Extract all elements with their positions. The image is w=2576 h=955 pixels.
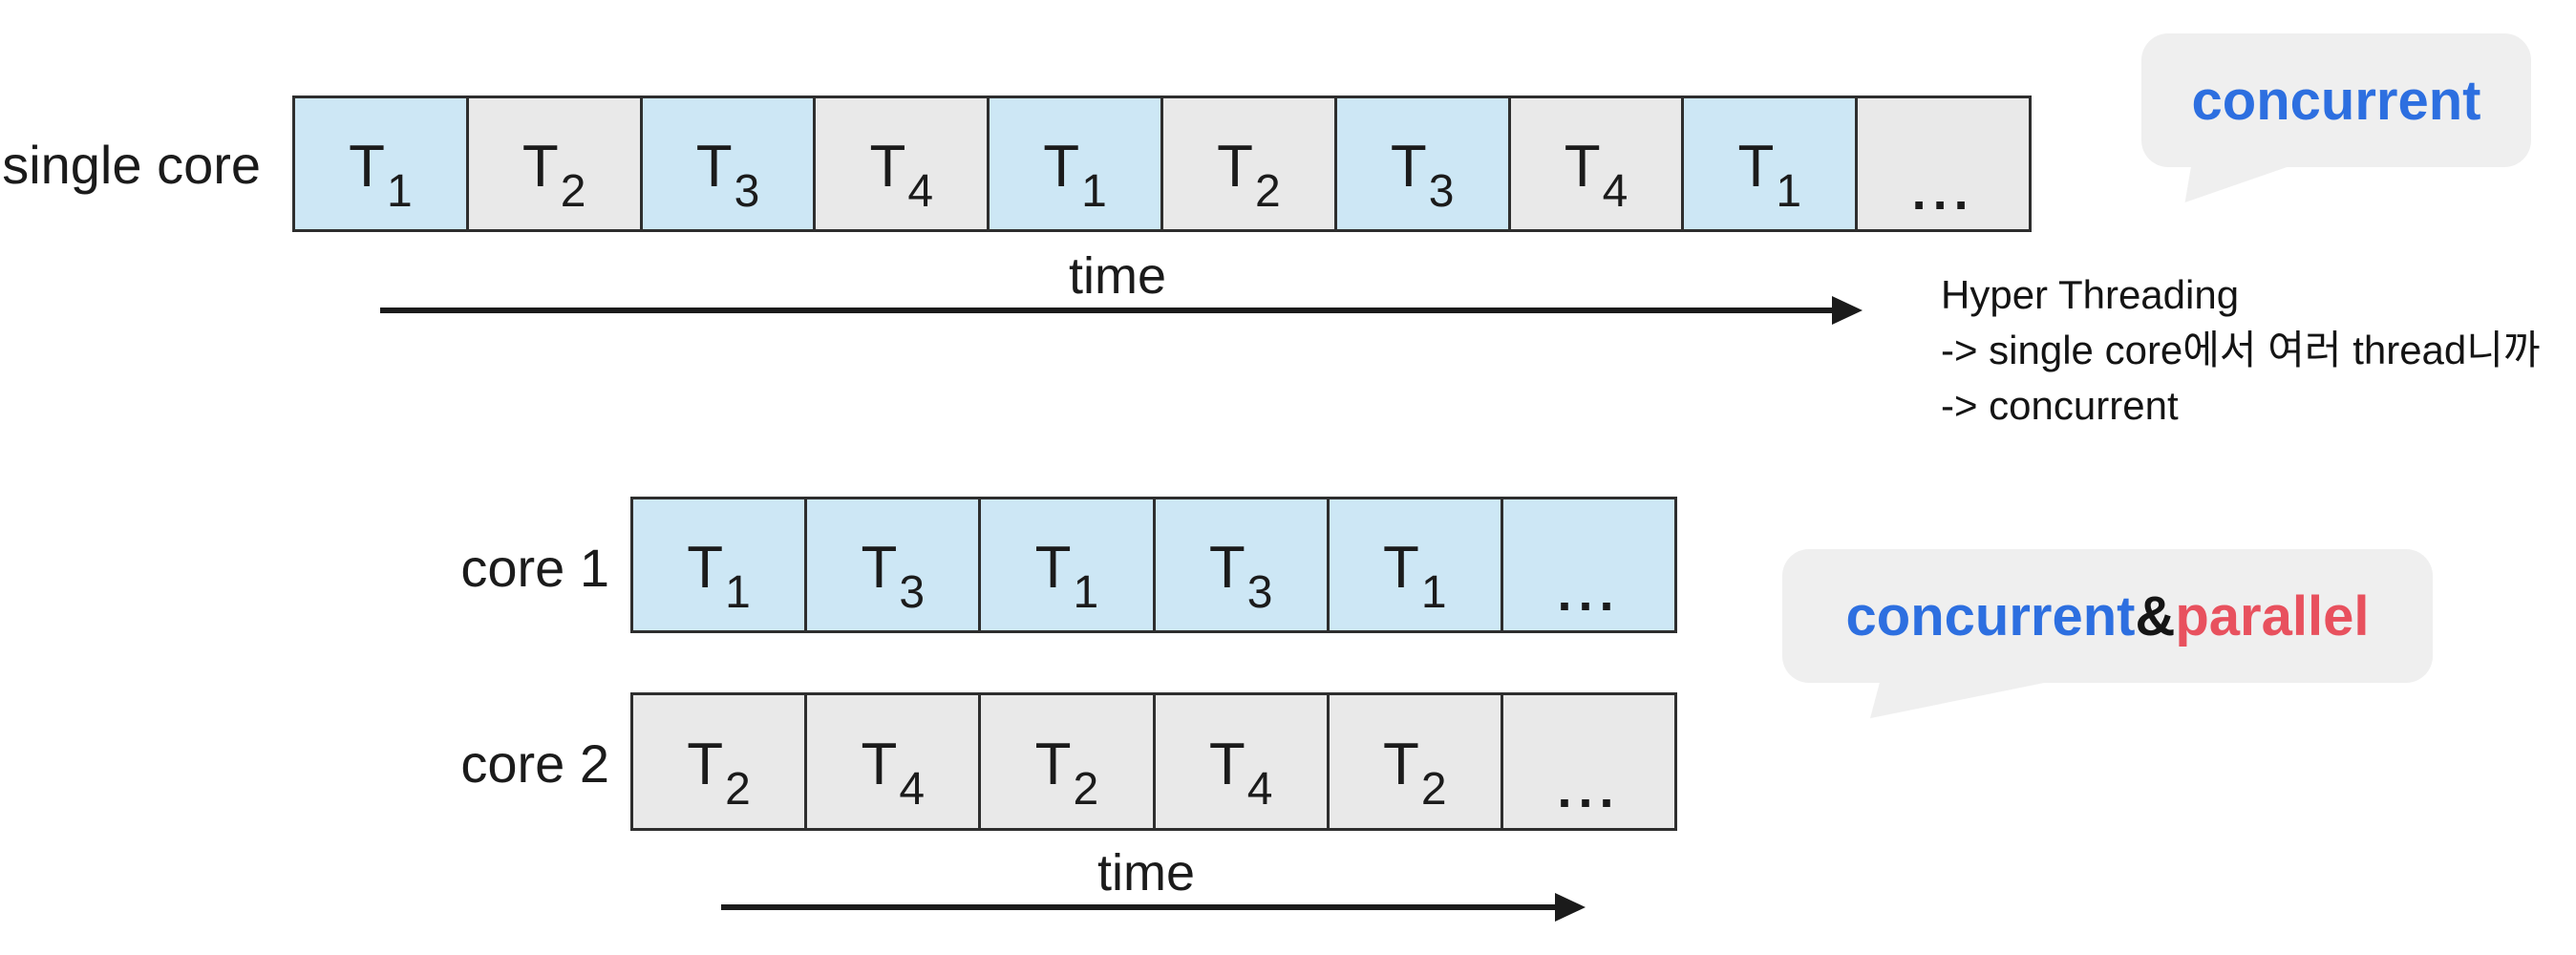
thread-subscript: 1 bbox=[1776, 165, 1802, 217]
thread-subscript: 2 bbox=[1254, 165, 1281, 217]
thread-subscript: 3 bbox=[1428, 165, 1455, 217]
speech-bubble-concurrent-tail bbox=[2184, 159, 2302, 202]
thread-label: T bbox=[869, 133, 906, 200]
thread-label: T bbox=[695, 133, 733, 200]
time-arrow-bottom bbox=[721, 904, 1557, 910]
speech-bubble-concurrent: concurrent bbox=[2141, 33, 2531, 167]
core-1-label: core 1 bbox=[460, 538, 609, 598]
thread-label: T bbox=[861, 731, 898, 797]
thread-label: T bbox=[1382, 534, 1419, 601]
thread-label: T bbox=[1217, 133, 1253, 200]
ellipsis-label: ... bbox=[1911, 162, 1975, 221]
thread-subscript: 2 bbox=[725, 763, 751, 815]
ellipsis-label: ... bbox=[1557, 760, 1621, 818]
note-line-1: Hyper Threading bbox=[1941, 272, 2240, 317]
thread-subscript: 4 bbox=[1246, 763, 1273, 815]
hyper-threading-note: Hyper Threading -> single core에서 여러 thre… bbox=[1941, 267, 2541, 434]
concurrent-word: concurrent bbox=[1845, 584, 2136, 647]
thread-subscript: 2 bbox=[1420, 763, 1447, 815]
thread-subscript: 1 bbox=[1081, 165, 1107, 217]
thread-subscript: 2 bbox=[1073, 763, 1099, 815]
parallel-word: parallel bbox=[2175, 584, 2370, 647]
thread-label: T bbox=[1382, 731, 1419, 797]
note-line-3: -> concurrent bbox=[1941, 383, 2179, 428]
concurrent-label: concurrent bbox=[2191, 69, 2481, 132]
thread-subscript: 4 bbox=[907, 165, 934, 217]
thread-subscript: 2 bbox=[560, 165, 586, 217]
thread-label: T bbox=[861, 534, 898, 601]
thread-label: T bbox=[1034, 534, 1072, 601]
thread-subscript: 4 bbox=[1602, 165, 1629, 217]
thread-subscript: 1 bbox=[386, 165, 413, 217]
time-arrow-top-head-icon bbox=[1832, 296, 1863, 325]
thread-subscript: 3 bbox=[899, 566, 926, 618]
ellipsis-label: ... bbox=[1557, 563, 1621, 622]
thread-label: T bbox=[1208, 534, 1245, 601]
single-core-label: single core bbox=[2, 135, 261, 195]
thread-label: T bbox=[687, 534, 724, 601]
thread-label: T bbox=[1564, 133, 1601, 200]
thread-label: T bbox=[522, 133, 559, 200]
thread-label: T bbox=[687, 731, 724, 797]
core-2-label: core 2 bbox=[460, 733, 609, 794]
thread-subscript: 1 bbox=[725, 566, 751, 618]
thread-subscript: 3 bbox=[734, 165, 760, 217]
thread-label: T bbox=[1737, 133, 1775, 200]
thread-subscript: 4 bbox=[899, 763, 926, 815]
thread-label: T bbox=[1034, 731, 1072, 797]
thread-cell: ... bbox=[1500, 695, 1675, 828]
thread-cell: ... bbox=[1500, 499, 1675, 630]
thread-label: T bbox=[1043, 133, 1080, 200]
thread-label: T bbox=[1208, 731, 1245, 797]
note-line-2: -> single core에서 여러 thread니까 bbox=[1941, 328, 2541, 372]
thread-cell: ... bbox=[1855, 98, 2029, 229]
thread-label: T bbox=[349, 133, 385, 200]
time-label-top: time bbox=[1068, 247, 1166, 305]
time-label-bottom: time bbox=[1096, 844, 1195, 902]
thread-subscript: 1 bbox=[1073, 566, 1099, 618]
time-arrow-top bbox=[380, 308, 1834, 313]
speech-bubble-concurrent-parallel: concurrent & parallel bbox=[1782, 549, 2433, 683]
thread-label: T bbox=[1390, 133, 1427, 200]
thread-subscript: 1 bbox=[1420, 566, 1447, 618]
time-arrow-bottom-head-icon bbox=[1555, 893, 1586, 922]
thread-subscript: 3 bbox=[1246, 566, 1273, 618]
ampersand: & bbox=[2135, 584, 2176, 647]
